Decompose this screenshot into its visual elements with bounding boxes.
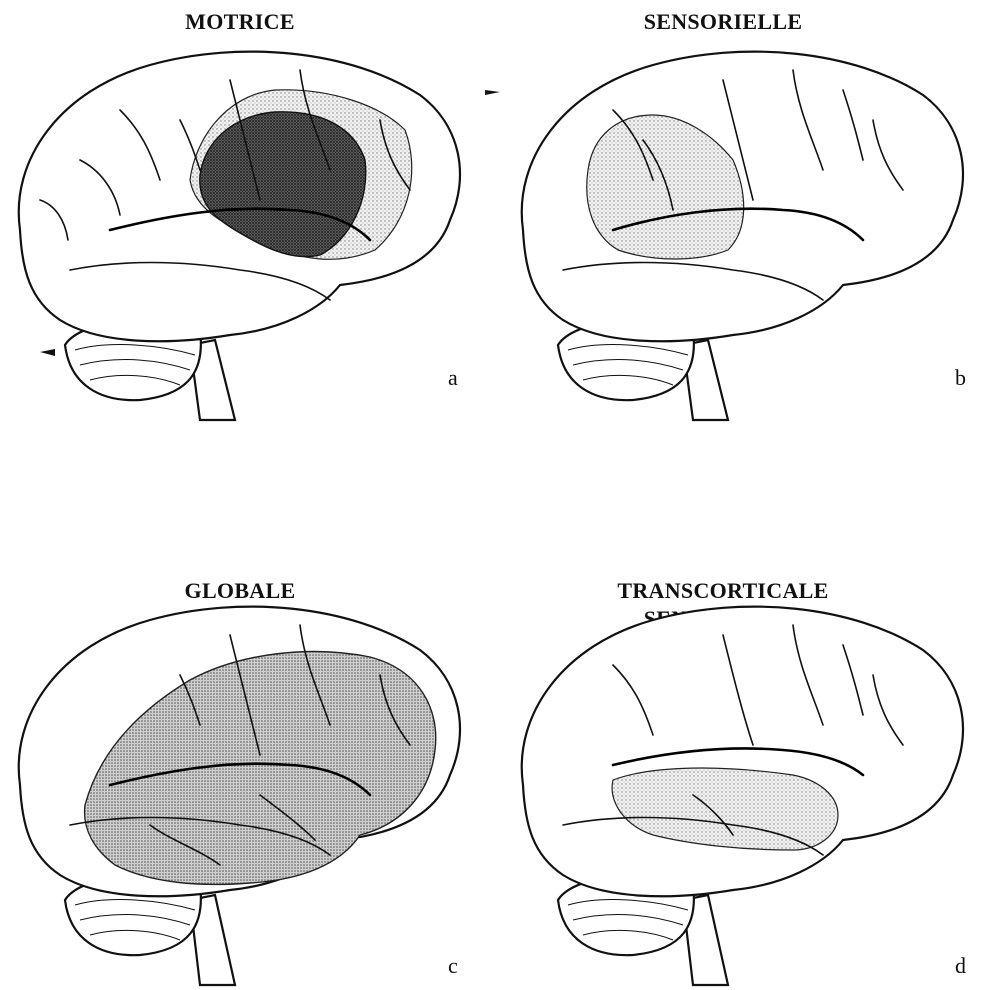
brain-illustration [522,607,963,985]
panel-letter: d [955,953,966,979]
panel-motrice: MOTRICE a [0,0,493,495]
brain-diagram [493,0,986,495]
panel-letter: b [955,365,966,391]
panel-letter: c [448,953,458,979]
panel-transcorticale-sensorielle: TRANSCORTICALE SENSORIELLE d [493,495,986,990]
panel-sensorielle: SENSORIELLE b [493,0,986,495]
brain-illustration [522,52,963,420]
brain-diagram [0,0,493,495]
brain-diagram [0,495,493,990]
panel-letter: a [448,365,458,391]
brain-diagram [493,495,986,990]
panel-globale: GLOBALE c [0,495,493,990]
arrow-marker [40,349,55,356]
brain-illustration [19,52,460,420]
brain-illustration [19,607,460,985]
